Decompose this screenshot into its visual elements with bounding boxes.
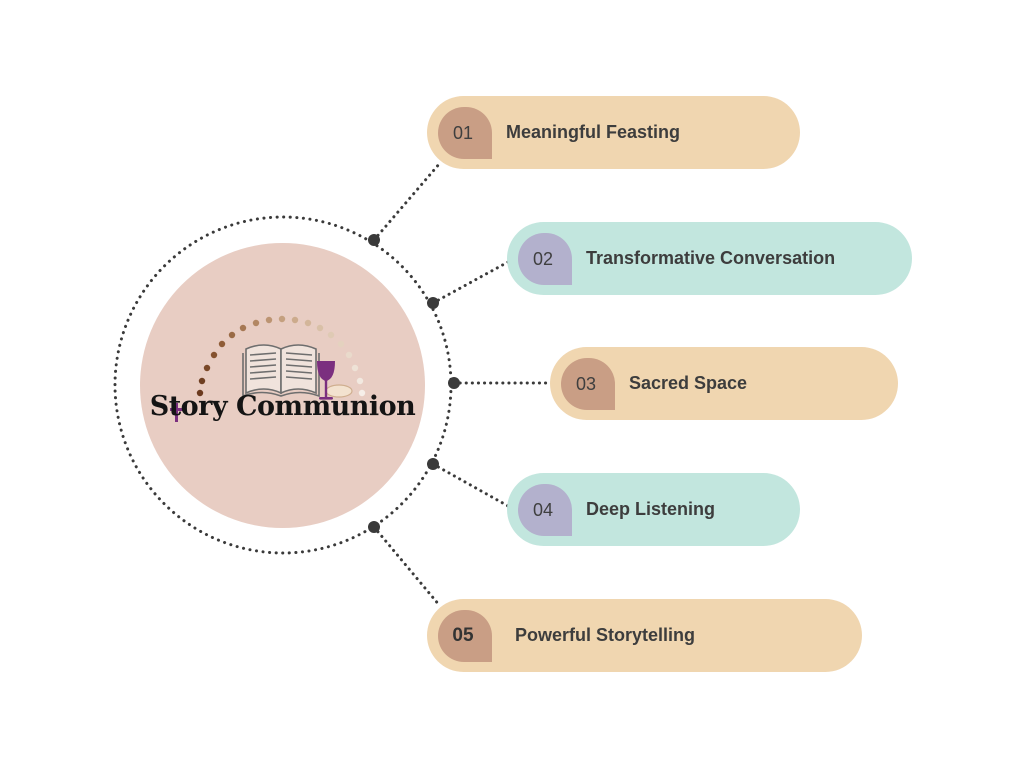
item-number-badge: 02 <box>518 233 572 285</box>
item-label: Meaningful Feasting <box>506 122 681 142</box>
cross-icon <box>170 403 183 422</box>
ring-node-03 <box>448 377 460 389</box>
item-number-badge: 03 <box>561 358 615 410</box>
book-icon <box>242 344 320 398</box>
ring-node-02 <box>427 297 439 309</box>
item-sacred-space: 03 Sacred Space <box>550 347 898 420</box>
story-communion-logo <box>170 315 366 422</box>
ring-node-01 <box>368 234 380 246</box>
connector-line-04 <box>431 462 510 508</box>
item-meaningful-feasting: 01 Meaningful Feasting <box>427 96 800 169</box>
item-label: Sacred Space <box>629 373 748 393</box>
central-hub: Story Communion <box>140 243 425 528</box>
item-number-badge: 04 <box>518 484 572 536</box>
connector-line-01 <box>372 161 442 242</box>
wine-glass-icon <box>317 361 335 400</box>
item-label: Transformative Conversation <box>586 248 836 268</box>
connector-line-05 <box>372 525 442 608</box>
logo-dot-arc <box>196 315 366 397</box>
item-powerful-storytelling: 05 Powerful Storytelling <box>427 599 862 672</box>
item-label: Deep Listening <box>586 499 716 519</box>
connector-line-02 <box>431 260 510 305</box>
item-deep-listening: 04 Deep Listening <box>507 473 800 546</box>
ring-node-04 <box>427 458 439 470</box>
item-number-badge: 05 <box>438 610 492 662</box>
item-label: Powerful Storytelling <box>515 625 696 645</box>
ring-node-05 <box>368 521 380 533</box>
item-transformative-conversation: 02 Transformative Conversation <box>507 222 912 295</box>
logo-wordmark: Story Communion <box>149 391 416 422</box>
item-number-badge: 01 <box>438 107 492 159</box>
